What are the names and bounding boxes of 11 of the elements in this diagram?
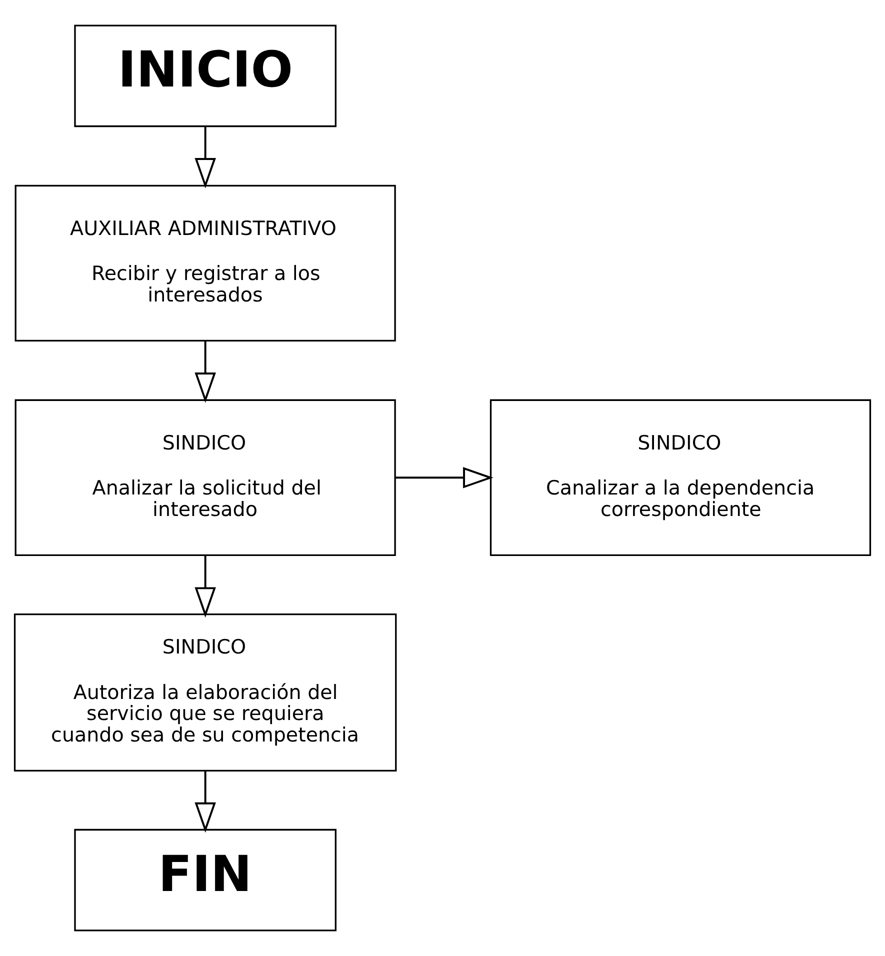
node-box: AUXILIAR ADMINISTRATIVO Recibir y registrar a los interesados <box>14 184 396 342</box>
node-box: SINDICO Autoriza la elaboración del servicio que se requiera cuando sea de su competencia <box>14 613 397 772</box>
arrow <box>395 467 494 488</box>
arrow <box>194 556 216 618</box>
node-box: INICIO <box>74 24 336 128</box>
arrow <box>194 341 216 403</box>
arrow <box>194 770 216 833</box>
node-box: FIN <box>74 828 336 932</box>
node-box: SINDICO Analizar la solicitud del interesado <box>14 399 396 556</box>
node-box: SINDICO Canalizar a la dependencia correspondiente <box>490 399 872 556</box>
arrow <box>194 126 216 188</box>
